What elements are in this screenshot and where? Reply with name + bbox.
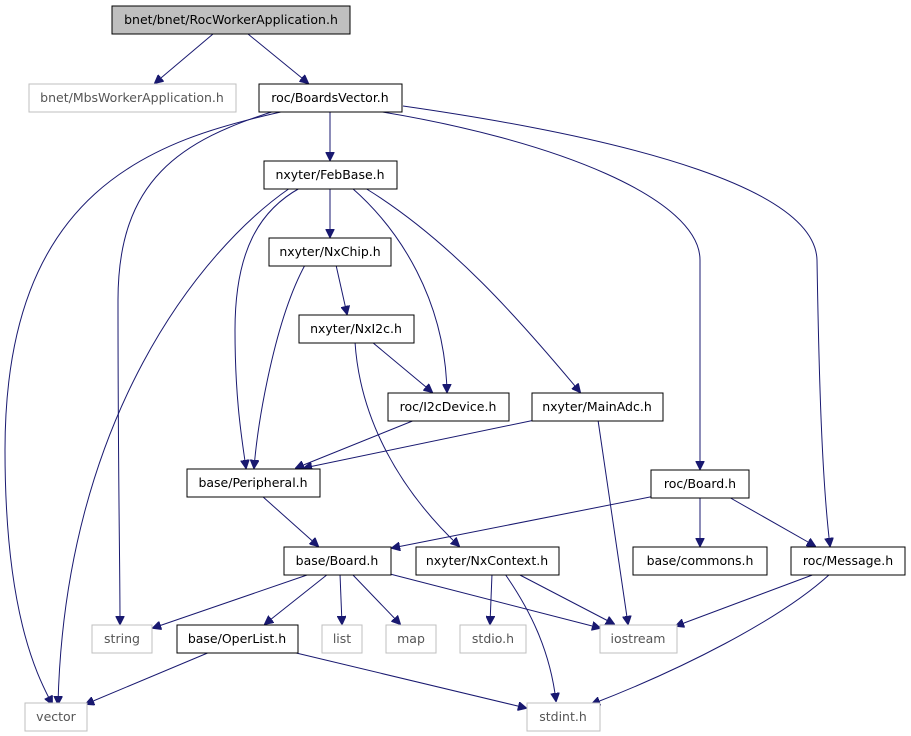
edge-feb-base-to-vector: [58, 187, 291, 704]
node-nx-context[interactable]: nxyter/NxContext.h: [415, 546, 560, 576]
edge-root-to-mbs-worker: [155, 33, 214, 83]
edge-base-board-to-oper-list: [265, 573, 329, 624]
node-root-label: bnet/bnet/RocWorkerApplication.h: [124, 12, 338, 27]
node-roc-board-label: roc/Board.h: [664, 476, 736, 491]
edge-feb-base-to-peripheral: [234, 187, 301, 468]
edge-oper-list-to-stdint: [291, 651, 526, 708]
node-stdint-label: stdint.h: [539, 709, 587, 724]
edge-i2c-device-to-peripheral: [296, 419, 416, 468]
node-base-board[interactable]: base/Board.h: [283, 546, 392, 576]
node-nx-chip[interactable]: nxyter/NxChip.h: [268, 237, 392, 267]
edge-nx-context-to-stdint: [504, 573, 556, 701]
node-i2c-device[interactable]: roc/I2cDevice.h: [387, 392, 510, 422]
node-nx-context-label: nxyter/NxContext.h: [426, 553, 548, 568]
edge-roc-board-to-message: [726, 495, 815, 546]
node-commons[interactable]: base/commons.h: [632, 546, 768, 576]
edge-roc-board-to-base-board: [392, 495, 656, 548]
node-commons-label: base/commons.h: [647, 553, 754, 568]
edge-message-to-iostream: [676, 573, 816, 626]
node-feb-base-label: nxyter/FebBase.h: [275, 167, 384, 182]
edge-base-board-to-list: [340, 573, 342, 624]
edge-oper-list-to-vector: [86, 651, 211, 704]
edge-feb-base-to-main-adc: [364, 187, 580, 392]
edge-boards-vector-to-roc-board: [369, 109, 700, 469]
edge-main-adc-to-peripheral: [304, 419, 536, 468]
node-oper-list[interactable]: base/OperList.h: [176, 624, 299, 654]
node-mbs-worker-label: bnet/MbsWorkerApplication.h: [40, 90, 224, 105]
node-list[interactable]: list: [321, 624, 363, 654]
node-base-board-label: base/Board.h: [296, 553, 379, 568]
node-root[interactable]: bnet/bnet/RocWorkerApplication.h: [111, 5, 351, 35]
node-i2c-device-label: roc/I2cDevice.h: [400, 399, 497, 414]
node-oper-list-label: base/OperList.h: [188, 631, 286, 646]
edge-nx-chip-to-nx-i2c: [335, 264, 347, 314]
node-map-label: map: [397, 631, 425, 646]
edge-boards-vector-to-string: [118, 109, 279, 624]
node-main-adc[interactable]: nxyter/MainAdc.h: [531, 392, 664, 422]
node-peripheral[interactable]: base/Peripheral.h: [186, 468, 321, 498]
edge-base-board-to-map: [351, 573, 400, 624]
edge-nx-context-to-iostream: [517, 573, 614, 624]
edge-nx-i2c-to-nx-context: [354, 341, 459, 546]
edge-base-board-to-iostream: [389, 573, 600, 628]
edges: [4, 33, 831, 708]
node-iostream[interactable]: iostream: [599, 624, 678, 654]
node-boards-vector[interactable]: roc/BoardsVector.h: [258, 83, 403, 113]
edge-boards-vector-to-vector: [4, 109, 291, 704]
node-roc-board[interactable]: roc/Board.h: [650, 469, 750, 499]
edge-boards-vector-to-message: [402, 105, 830, 546]
node-stdio[interactable]: stdio.h: [459, 624, 527, 654]
edge-feb-base-to-i2c-device: [351, 187, 447, 392]
node-stdio-label: stdio.h: [472, 631, 514, 646]
node-boards-vector-label: roc/BoardsVector.h: [271, 90, 388, 105]
edge-nx-context-to-stdio: [490, 573, 492, 624]
node-nx-i2c-label: nxyter/NxI2c.h: [310, 321, 402, 336]
node-feb-base[interactable]: nxyter/FebBase.h: [263, 160, 398, 190]
node-mbs-worker[interactable]: bnet/MbsWorkerApplication.h: [28, 83, 237, 113]
node-stdint[interactable]: stdint.h: [526, 702, 601, 732]
node-string[interactable]: string: [91, 624, 153, 654]
edge-main-adc-to-iostream: [597, 419, 628, 624]
nodes: bnet/bnet/RocWorkerApplication.h bnet/Mb…: [24, 5, 906, 732]
edge-root-to-boards-vector: [247, 33, 308, 83]
edge-peripheral-to-base-board: [261, 495, 318, 546]
node-main-adc-label: nxyter/MainAdc.h: [542, 399, 652, 414]
node-string-label: string: [104, 631, 140, 646]
node-vector-label: vector: [36, 709, 77, 724]
edge-base-board-to-string: [153, 573, 311, 628]
edge-message-to-stdint: [592, 573, 831, 704]
edge-nx-i2c-to-i2c-device: [371, 341, 432, 392]
node-message[interactable]: roc/Message.h: [790, 546, 906, 576]
node-nx-chip-label: nxyter/NxChip.h: [279, 244, 380, 259]
node-map[interactable]: map: [385, 624, 437, 654]
node-nx-i2c[interactable]: nxyter/NxI2c.h: [298, 314, 415, 344]
node-message-label: roc/Message.h: [803, 553, 893, 568]
node-vector[interactable]: vector: [24, 702, 88, 732]
edge-nx-chip-to-peripheral: [254, 264, 306, 468]
node-iostream-label: iostream: [611, 631, 666, 646]
node-list-label: list: [333, 631, 351, 646]
node-peripheral-label: base/Peripheral.h: [198, 475, 307, 490]
